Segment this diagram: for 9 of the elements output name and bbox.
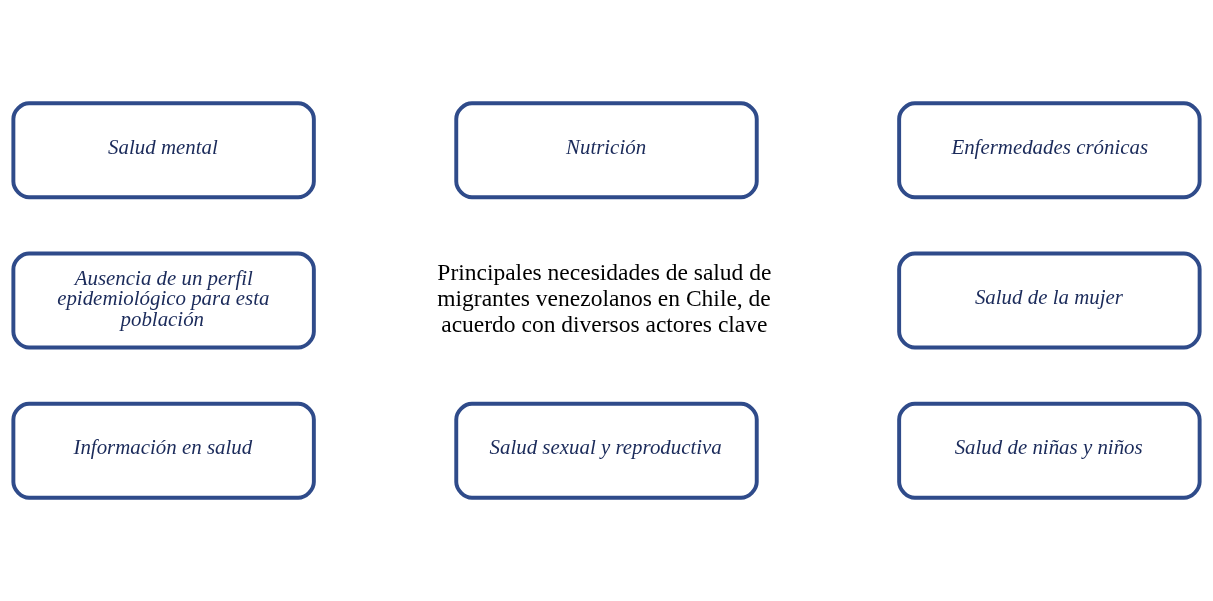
node-box: Enfermedades crónicas	[897, 101, 1202, 200]
node-box: Nutrición	[454, 101, 759, 200]
node-box: Salud de niñas y niños	[897, 401, 1202, 500]
node-box: Ausencia de un perfil epidemiológico para esta población	[11, 251, 316, 350]
node-box: Información en salud	[11, 401, 316, 500]
node-box: Salud sexual y reproductiva	[454, 401, 759, 500]
node-box: Salud de la mujer	[897, 251, 1202, 350]
label: Principales necesidades de salud de migrantes venezolanos en Chile, de acuerdo con diversos actores clave	[437, 259, 772, 338]
node-box: Salud mental	[11, 101, 316, 200]
